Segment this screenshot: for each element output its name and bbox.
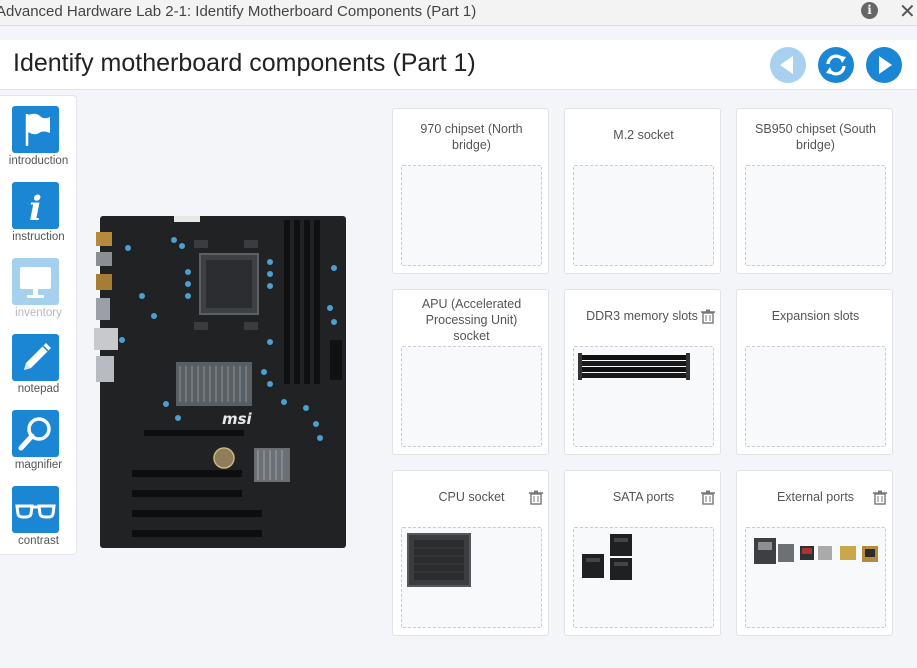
svg-text:i: i [29, 189, 42, 229]
window-title-bar: Advanced Hardware Lab 2-1: Identify Moth… [0, 0, 917, 26]
target-apu-socket: APU (Accelerated Processing Unit) socket [392, 289, 549, 455]
play-left-icon [780, 56, 793, 74]
trash-icon[interactable] [529, 490, 543, 505]
drop-zone[interactable] [401, 527, 542, 628]
target-label: SB950 chipset (South bridge) [755, 122, 876, 152]
pencil-box [12, 334, 59, 381]
tool-label: inventory [15, 307, 62, 319]
close-icon[interactable]: ✕ [899, 0, 916, 23]
target-label: CPU socket [438, 490, 505, 504]
tool-contrast[interactable]: contrast [0, 476, 77, 552]
info-icon: i [29, 189, 42, 229]
target-label: 970 chipset (North bridge) [420, 122, 523, 152]
trash-icon[interactable] [873, 490, 887, 505]
tool-magnifier[interactable]: magnifier [0, 400, 77, 476]
magnifier-box [12, 410, 59, 457]
window-title: Advanced Hardware Lab 2-1: Identify Moth… [0, 3, 477, 20]
target-label: APU (Accelerated Processing Unit) socket [421, 297, 522, 343]
tool-inventory: inventory [0, 248, 77, 324]
play-right-icon [879, 56, 892, 74]
drop-zone[interactable] [401, 346, 542, 447]
cpu-socket-image[interactable] [402, 528, 542, 628]
target-label: SATA ports [612, 490, 675, 504]
target-cpu-socket: CPU socket [392, 470, 549, 636]
target-label: DDR3 memory slots [586, 309, 698, 323]
drop-zone[interactable] [573, 527, 714, 628]
sata-ports-image[interactable] [574, 528, 714, 628]
tool-sidebar: introduction i instruction inventory [0, 95, 77, 555]
target-970-chipset: 970 chipset (North bridge) [392, 108, 549, 274]
monitor-icon [20, 267, 51, 298]
drop-zone[interactable] [745, 527, 886, 628]
msi-logo: msi [222, 410, 253, 428]
target-label: Expansion slots [771, 309, 860, 323]
ddr3-slots-image[interactable] [574, 347, 714, 447]
motherboard-icon: msi [94, 216, 346, 548]
target-m2-socket: M.2 socket [564, 108, 721, 274]
info-box: i [12, 182, 59, 229]
glasses-icon [15, 504, 56, 519]
drop-zone[interactable] [745, 346, 886, 447]
refresh-icon [826, 54, 846, 76]
tool-instruction[interactable]: i instruction [0, 172, 77, 248]
target-external-ports: External ports [736, 470, 893, 636]
flag-icon [25, 113, 50, 146]
info-icon[interactable]: i [861, 2, 878, 19]
target-label: M.2 socket [613, 128, 674, 142]
drop-zone[interactable] [745, 165, 886, 266]
page-title: Identify motherboard components (Part 1) [13, 49, 476, 77]
lab-header: Identify motherboard components (Part 1) [0, 40, 917, 90]
previous-button[interactable] [770, 47, 806, 83]
target-ddr3-slots: DDR3 memory slots [564, 289, 721, 455]
tool-label: notepad [17, 383, 60, 395]
tool-notepad[interactable]: notepad [0, 324, 77, 400]
target-sb950-chipset: SB950 chipset (South bridge) [736, 108, 893, 274]
flag-box [12, 106, 59, 153]
magnifier-icon [18, 417, 51, 451]
external-ports-image[interactable] [746, 528, 886, 628]
target-sata-ports: SATA ports [564, 470, 721, 636]
monitor-box [12, 258, 59, 305]
target-expansion-slots: Expansion slots [736, 289, 893, 455]
trash-icon[interactable] [701, 309, 715, 324]
drop-zone[interactable] [573, 165, 714, 266]
reset-button[interactable] [818, 47, 854, 83]
glasses-box [12, 486, 59, 533]
pencil-icon [24, 343, 51, 370]
drop-zone[interactable] [573, 346, 714, 447]
motherboard-image[interactable]: msi [94, 212, 348, 550]
tool-introduction[interactable]: introduction [0, 96, 77, 172]
tool-label: instruction [12, 231, 65, 243]
tool-label: contrast [18, 535, 59, 547]
trash-icon[interactable] [701, 490, 715, 505]
target-label: External ports [776, 490, 855, 504]
tool-label: introduction [8, 155, 69, 167]
next-button[interactable] [866, 47, 902, 83]
drop-zone[interactable] [401, 165, 542, 266]
tool-label: magnifier [14, 459, 63, 471]
